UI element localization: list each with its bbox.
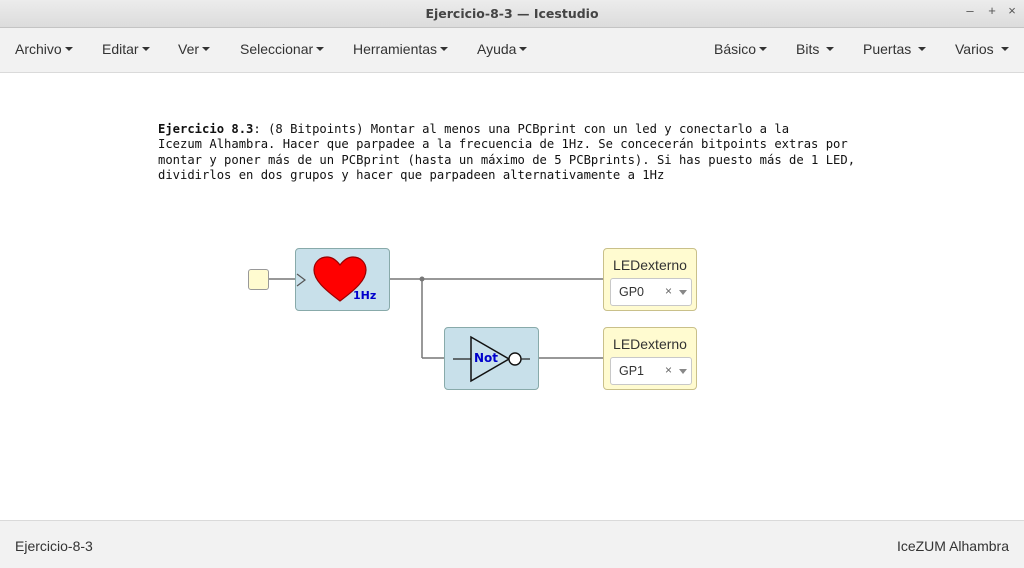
clear-icon[interactable]: × bbox=[665, 284, 673, 298]
caret-down-icon bbox=[440, 47, 449, 52]
caret-down-icon bbox=[141, 47, 150, 52]
wires bbox=[267, 276, 603, 359]
caret-down-icon bbox=[64, 47, 73, 52]
board-name[interactable]: IceZUM Alhambra bbox=[896, 538, 1009, 554]
caret-down-icon bbox=[759, 47, 768, 52]
not-label: Not bbox=[474, 351, 499, 365]
menu-editar[interactable]: Editar bbox=[102, 41, 150, 57]
clock-1hz-block[interactable]: 1Hz bbox=[295, 248, 390, 311]
clock-label: 1Hz bbox=[353, 289, 377, 302]
menu-label: Seleccionar bbox=[240, 41, 314, 57]
menu-label: Bits bbox=[796, 41, 820, 57]
pin-select[interactable]: GP0 × bbox=[610, 278, 692, 306]
info-line: montar y poner más de un PCBprint (hasta… bbox=[158, 152, 856, 167]
close-icon[interactable]: × bbox=[1008, 3, 1016, 18]
menu-label: Ayuda bbox=[477, 41, 517, 57]
info-block[interactable]: Ejercicio 8.3: (8 Bitpoints) Montar al m… bbox=[158, 122, 898, 183]
menu-label: Archivo bbox=[15, 41, 62, 57]
design-canvas[interactable]: Ejercicio 8.3: (8 Bitpoints) Montar al m… bbox=[0, 73, 1024, 520]
window-titlebar: Ejercicio-8-3 — Icestudio – + × bbox=[0, 0, 1024, 28]
info-line: dividirlos en dos grupos y hacer que par… bbox=[158, 167, 665, 182]
pin-value: GP1 bbox=[619, 364, 645, 378]
menu-label: Varios bbox=[955, 41, 994, 57]
not-gate-block[interactable]: Not bbox=[444, 327, 539, 390]
info-line: Icezum Alhambra. Hacer que parpadee a la… bbox=[158, 137, 848, 152]
info-heading: Ejercicio 8.3 bbox=[158, 122, 254, 136]
led-output-block[interactable]: LEDexterno GP0 × bbox=[603, 248, 697, 311]
led-label: LEDexterno bbox=[613, 257, 687, 273]
menu-label: Básico bbox=[714, 41, 757, 57]
pin-select[interactable]: GP1 × bbox=[610, 357, 692, 385]
clear-icon[interactable]: × bbox=[665, 363, 673, 377]
menu-basico[interactable]: Básico bbox=[714, 41, 768, 57]
menu-label: Ver bbox=[178, 41, 200, 57]
menu-varios[interactable]: Varios bbox=[955, 41, 1009, 57]
window-title: Ejercicio-8-3 — Icestudio bbox=[425, 6, 599, 21]
menu-seleccionar[interactable]: Seleccionar bbox=[240, 41, 325, 57]
menu-ayuda[interactable]: Ayuda bbox=[477, 41, 528, 57]
caret-down-icon bbox=[826, 47, 835, 52]
status-bar: Ejercicio-8-3 IceZUM Alhambra bbox=[0, 520, 1024, 568]
caret-down-icon bbox=[918, 47, 927, 52]
menu-label: Editar bbox=[102, 41, 139, 57]
not-gate-icon bbox=[453, 335, 530, 383]
chevron-down-icon[interactable] bbox=[679, 369, 687, 374]
led-label: LEDexterno bbox=[613, 336, 687, 352]
menubar: Archivo Editar Ver Seleccionar Herramien… bbox=[0, 28, 1024, 73]
chevron-down-icon[interactable] bbox=[679, 290, 687, 295]
clock-input-port[interactable] bbox=[248, 269, 269, 290]
minimize-icon[interactable]: – bbox=[966, 3, 974, 18]
menu-herramientas[interactable]: Herramientas bbox=[353, 41, 449, 57]
maximize-icon[interactable]: + bbox=[988, 3, 996, 18]
heart-icon bbox=[296, 256, 367, 302]
caret-down-icon bbox=[202, 47, 211, 52]
menu-label: Puertas bbox=[863, 41, 912, 57]
menu-label: Herramientas bbox=[353, 41, 438, 57]
caret-down-icon bbox=[1000, 47, 1009, 52]
caret-down-icon bbox=[519, 47, 528, 52]
menu-ver[interactable]: Ver bbox=[178, 41, 211, 57]
menu-archivo[interactable]: Archivo bbox=[15, 41, 73, 57]
caret-down-icon bbox=[316, 47, 325, 52]
led-output-block[interactable]: LEDexterno GP1 × bbox=[603, 327, 697, 390]
pin-value: GP0 bbox=[619, 285, 645, 299]
menu-bits[interactable]: Bits bbox=[796, 41, 835, 57]
info-line: : (8 Bitpoints) Montar al menos una PCBp… bbox=[253, 122, 790, 136]
project-name: Ejercicio-8-3 bbox=[15, 538, 93, 554]
menu-puertas[interactable]: Puertas bbox=[863, 41, 927, 57]
